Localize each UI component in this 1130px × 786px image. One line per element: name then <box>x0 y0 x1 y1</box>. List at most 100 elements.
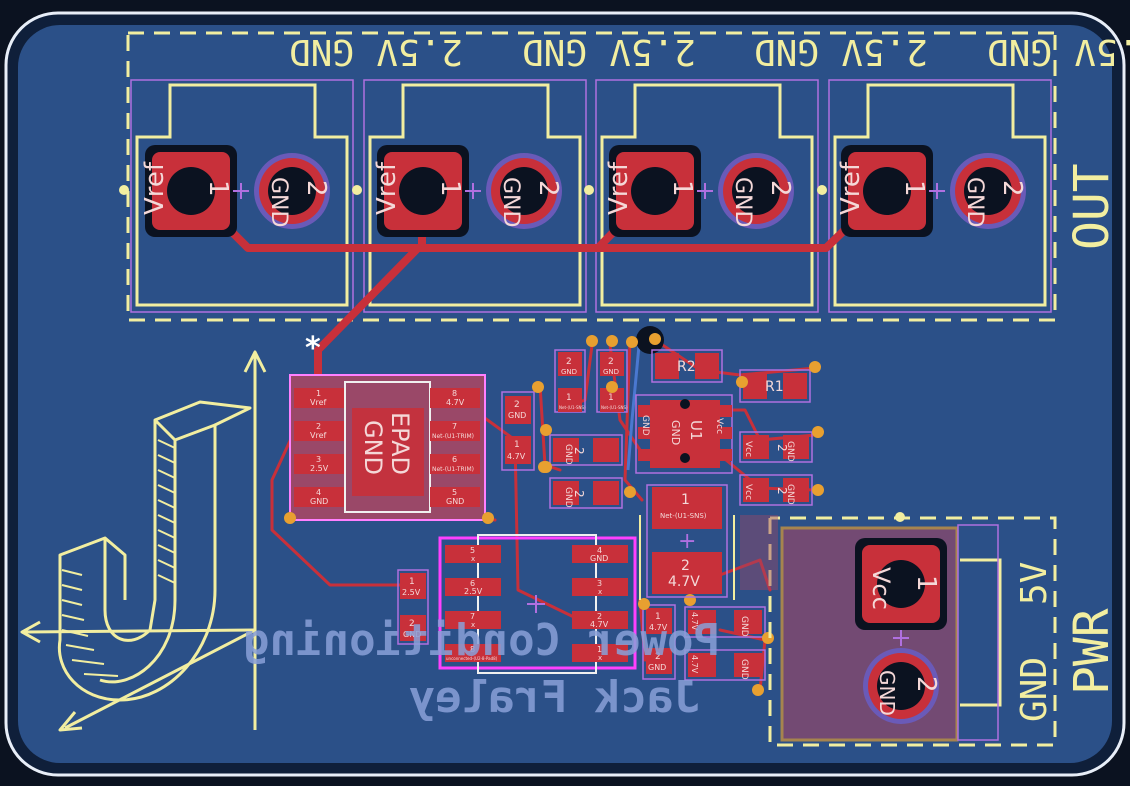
u2-pin5-num: 5 <box>470 546 475 555</box>
c11-net-a: 4.7V <box>690 655 699 674</box>
ldo-u1: U1 GND GND Vcc <box>635 394 733 474</box>
c5-net-a: GND <box>603 368 619 376</box>
out-section-label: OUT <box>1064 163 1120 250</box>
back-silkscreen: Power Conditioning Jack Fraley <box>243 615 720 723</box>
out-connector-pads: Vref 1 GND 2 Vref 1 GND 2 Vref 1 <box>140 145 1027 237</box>
pwr-pin2-num: 2 <box>911 676 941 693</box>
c8-pin-a: 2 <box>775 444 789 452</box>
reg-pin5-num: 5 <box>452 488 457 497</box>
c4-net-b: Net-(U1-SNS) <box>559 405 586 410</box>
out3-pin1-net: Vref <box>604 161 634 215</box>
u2-pin8-net: unconnected-(U2-8-Pad8) <box>446 656 498 661</box>
out1-left-label: GND <box>987 31 1052 72</box>
reg-pin2-num: 2 <box>316 422 321 431</box>
pwr-label-bottom: GND <box>1014 657 1055 722</box>
c2-pin-a: 2 <box>409 619 415 629</box>
ic-u2: 5 x 6 2.5V 7 x 8 unconnected-(U2-8-Pad8)… <box>438 534 637 674</box>
epad-label-2: GND <box>359 420 387 475</box>
out4-pads: Vref 1 GND 2 <box>836 145 1027 237</box>
reg-pin2-net: Vref <box>310 431 327 440</box>
reg-pin1-net: Vref <box>310 398 327 407</box>
reg-pin4-net: GND <box>310 497 328 506</box>
u2-pin3-net: x <box>598 588 602 596</box>
c11-net-b: GND <box>739 659 749 680</box>
c3-net-b: GND <box>648 663 666 672</box>
u2-pin4-num: 4 <box>597 546 602 555</box>
c1-pin-b: 1 <box>514 440 520 450</box>
reg-pin8-num: 8 <box>452 389 457 398</box>
c2-net-a: GND <box>403 630 421 639</box>
pwr-pin1-num: 1 <box>911 575 941 592</box>
out2-left-label: GND <box>754 31 819 72</box>
u2-pin6-net: 2.5V <box>464 587 483 596</box>
big-cap-pin2-num: 2 <box>681 558 690 574</box>
epad-label-1: EPAD <box>386 412 414 475</box>
c5-pin-a: 2 <box>608 357 614 367</box>
reg-pin6-net: Net-(U1-TRIM) <box>432 466 474 473</box>
out3-pin2-num: 2 <box>765 180 795 197</box>
j-logo <box>20 350 267 732</box>
c1-pin-a: 2 <box>514 400 520 410</box>
out2-pads: Vref 1 GND 2 <box>372 145 563 237</box>
reg-pin7-num: 7 <box>452 422 457 431</box>
c1-net-a: GND <box>508 411 526 420</box>
out4-right-label: 2.5V <box>376 31 463 72</box>
out4-pin1-num: 1 <box>899 180 929 197</box>
c10-net-a: 4.7V <box>690 612 699 631</box>
c3-pin-b: 2 <box>655 652 661 662</box>
u1-left-net: GND <box>640 415 650 436</box>
c9-pin-a: 2 <box>775 487 789 495</box>
out1-pin2-net: GND <box>266 177 291 227</box>
back-silk-line2: Jack Fraley <box>409 672 700 723</box>
c1-net-b: 4.7V <box>507 452 526 461</box>
u2-pin4-net: GND <box>590 554 608 563</box>
u2-pin1-net: x <box>598 654 602 662</box>
big-cap-pin1-num: 1 <box>681 492 690 508</box>
c10-net-b: GND <box>739 616 749 637</box>
pwr-pin2-net: GND <box>875 670 899 716</box>
c3-pin-a: 1 <box>655 612 661 622</box>
c3-net-a: 4.7V <box>649 623 668 632</box>
out1-pin2-num: 2 <box>301 180 331 197</box>
out1-pin1-num: 1 <box>203 180 233 197</box>
resistors: R2 R1 <box>649 333 821 403</box>
reg-pin3-num: 3 <box>316 455 321 464</box>
out1-right-label: 2.5V <box>1074 31 1130 72</box>
out4-left-label: GND <box>289 31 354 72</box>
big-cap-pin2-net: 4.7V <box>668 574 700 590</box>
out4-pin2-num: 2 <box>997 180 1027 197</box>
big-cap-pin1-net: Net-(U1-SNS) <box>660 512 707 520</box>
out3-pin1-num: 1 <box>667 180 697 197</box>
c9-net-b: Vcc <box>743 484 753 500</box>
out4-pin2-net: GND <box>962 177 987 227</box>
out3-left-label: GND <box>522 31 587 72</box>
pwr-section-label: PWR <box>1064 608 1120 695</box>
reg-pin8-net: 4.7V <box>446 398 465 407</box>
out2-pin1-num: 1 <box>435 180 465 197</box>
out3-pads: Vref 1 GND 2 <box>604 145 795 237</box>
c6-net-a: GND <box>563 444 573 465</box>
u2-pin7-net: x <box>471 621 475 629</box>
regulator-ic: * EPAD GND 1 Vref 2 Vref 3 2.5V 4 GND 8 … <box>284 331 494 524</box>
r2-refdes: R2 <box>677 359 696 375</box>
out-connector-block: 2.5V GND 2.5V GND 2.5V GND 2.5V GND OUT <box>119 31 1130 322</box>
c7-net-a: GND <box>563 487 573 508</box>
pwr-label-top: 5V <box>1014 562 1055 605</box>
u2-pin8-num: 8 <box>470 645 475 654</box>
u2-pin6-num: 6 <box>470 579 475 588</box>
reg-pin3-net: 2.5V <box>310 464 329 473</box>
u1-refdes: U1 <box>687 420 705 441</box>
c4-net-a: GND <box>561 368 577 376</box>
out2-pin2-net: GND <box>498 177 523 227</box>
c6-pin-a: 2 <box>572 447 586 455</box>
c8-net-a: GND <box>785 441 795 462</box>
r1-refdes: R1 <box>765 379 784 395</box>
pwr-connector: Vcc 1 GND 2 5V GND PWR <box>740 512 1120 747</box>
reg-pin5-net: GND <box>446 497 464 506</box>
out2-pin2-num: 2 <box>533 180 563 197</box>
reg-pin7-net: Net-(U1-TRIM) <box>432 433 474 440</box>
c2-net-b: 2.5V <box>402 588 421 597</box>
c9-net-a: GND <box>785 484 795 505</box>
pwr-pin1-net: Vcc <box>867 567 895 610</box>
